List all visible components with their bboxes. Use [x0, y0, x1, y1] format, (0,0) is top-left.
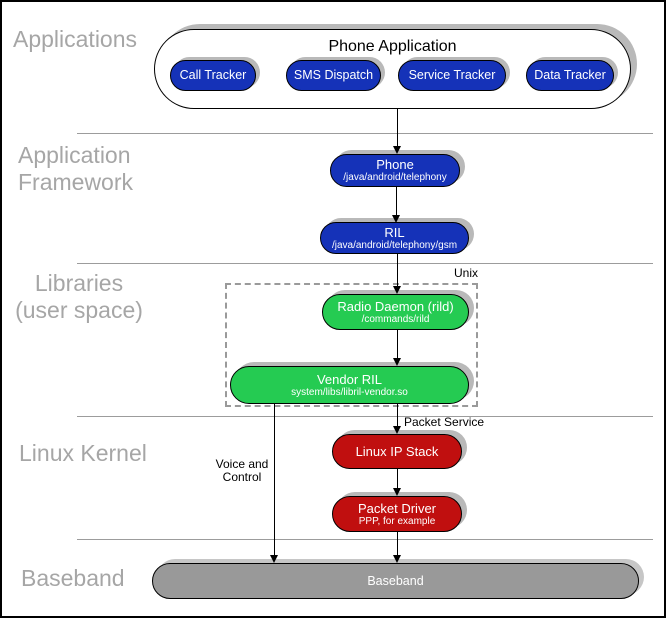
- node-phone-title: Phone: [376, 157, 414, 172]
- node-vendor-ril: Vendor RIL system/libs/libril-vendor.so: [230, 366, 469, 404]
- app-pill-call-tracker: Call Tracker: [170, 60, 256, 91]
- node-packet-driver-title: Packet Driver: [357, 500, 437, 516]
- phone-application-container: Phone Application Call Tracker SMS Dispa…: [154, 29, 631, 109]
- app-pill-sms-dispatch-label: SMS Dispatch: [293, 68, 374, 82]
- app-pill-data-tracker-label: Data Tracker: [534, 68, 606, 82]
- node-radio-daemon-path: /commands/rild: [361, 313, 430, 325]
- arrow-line-packet-driver-to-baseband: [397, 532, 398, 555]
- node-radio-daemon-title: Radio Daemon (rild): [337, 298, 454, 314]
- node-baseband-bar-title: Baseband: [367, 573, 424, 588]
- unix-label: Unix: [453, 266, 478, 280]
- arrow-line-ip-stack-to-packet-driver: [397, 469, 398, 488]
- arrow-line-ril-to-radio-daemon: [397, 254, 398, 286]
- divider-framework-libraries: [77, 263, 653, 264]
- packet-service-label: Packet Service: [404, 415, 485, 429]
- divider-kernel-baseband: [77, 539, 653, 540]
- node-packet-driver: Packet Driver PPP, for example: [332, 496, 462, 532]
- phone-application-title: Phone Application: [328, 38, 457, 55]
- voice-and-control-line1: Voice and: [215, 457, 269, 471]
- layer-label-baseband: Baseband: [21, 565, 125, 591]
- layer-label-libraries-line1: Libraries: [34, 270, 124, 296]
- layer-label-libraries-line2: (user space): [15, 297, 143, 323]
- voice-and-control-label: Voice and Control: [204, 458, 280, 484]
- divider-applications-framework: [77, 133, 653, 134]
- arrow-line-radio-daemon-to-vendor-ril: [397, 330, 398, 358]
- node-linux-ip-stack: Linux IP Stack: [332, 434, 462, 469]
- layer-label-application-framework-line1: Application: [18, 142, 131, 168]
- node-packet-driver-path: PPP, for example: [358, 515, 436, 527]
- node-vendor-ril-title: Vendor RIL: [316, 371, 383, 387]
- node-baseband-bar: Baseband: [152, 563, 639, 599]
- layer-label-linux-kernel: Linux Kernel: [19, 440, 147, 466]
- app-pill-data-tracker: Data Tracker: [526, 60, 614, 91]
- app-pill-service-tracker: Service Tracker: [398, 60, 506, 91]
- layer-label-applications: Applications: [13, 26, 138, 52]
- arrow-line-vendor-ril-to-ip-stack: [397, 404, 398, 426]
- node-ril-title: RIL: [384, 224, 405, 240]
- arrow-line-vendor-ril-to-baseband: [274, 404, 275, 555]
- app-pill-service-tracker-label: Service Tracker: [408, 68, 496, 82]
- arrowhead-vendor-ril-to-ip-stack: [393, 426, 401, 434]
- unix-dashed-box: [225, 283, 478, 407]
- layer-label-application-framework-line2: Framework: [18, 169, 134, 195]
- arrowhead-ip-stack-to-packet-driver: [393, 488, 401, 496]
- node-radio-daemon: Radio Daemon (rild) /commands/rild: [322, 294, 469, 330]
- divider-libraries-kernel: [77, 416, 653, 417]
- arrowhead-phone-to-ril: [392, 215, 400, 223]
- arrowhead-ril-to-radio-daemon: [393, 286, 401, 294]
- arrowhead-radio-daemon-to-vendor-ril: [393, 358, 401, 366]
- app-pill-sms-dispatch: SMS Dispatch: [286, 60, 381, 91]
- arrow-line-phoneapp-to-phone: [397, 109, 398, 146]
- voice-and-control-line2: Control: [222, 470, 262, 484]
- node-linux-ip-stack-title: Linux IP Stack: [355, 444, 439, 459]
- arrowhead-packet-driver-to-baseband: [393, 555, 401, 563]
- node-ril: RIL /java/android/telephony/gsm: [320, 222, 469, 254]
- node-ril-path: /java/android/telephony/gsm: [331, 239, 458, 251]
- arrowhead-phoneapp-to-phone: [393, 146, 401, 154]
- arrowhead-vendor-ril-to-baseband: [270, 555, 278, 563]
- layer-label-application-framework: Application Framework: [18, 142, 133, 196]
- app-pill-call-tracker-label: Call Tracker: [179, 68, 247, 82]
- node-phone-path: /java/android/telephony: [343, 172, 447, 183]
- node-vendor-ril-path: system/libs/libril-vendor.so: [291, 386, 408, 398]
- layer-label-libraries: Libraries (user space): [4, 270, 154, 324]
- node-phone: Phone /java/android/telephony: [330, 154, 460, 187]
- arrow-line-phone-to-ril: [396, 187, 397, 215]
